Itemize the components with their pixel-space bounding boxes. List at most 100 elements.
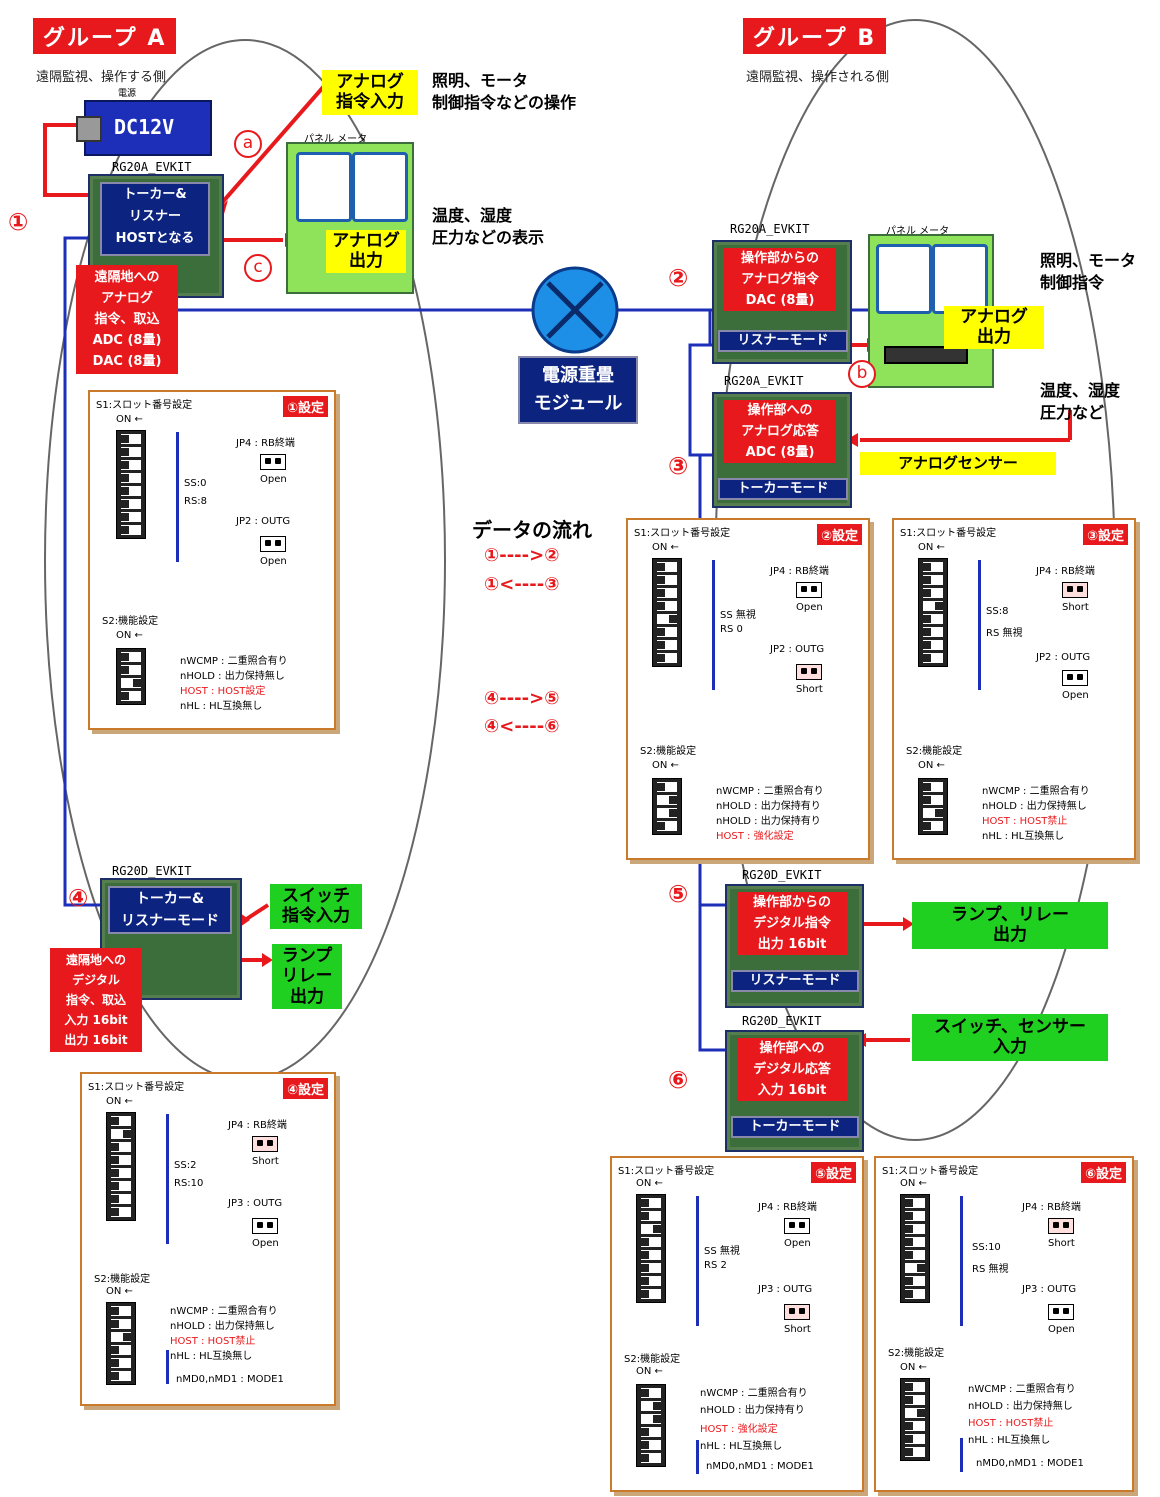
card-3-s2: S2:機能設定 [906, 742, 962, 757]
lamp-relay-b-l2: 出力 [912, 925, 1108, 945]
card-2-dip-s2 [652, 778, 682, 835]
card-5-f5: nMD0,nMD1 : MODE1 [706, 1461, 814, 1472]
b3-desc-l1: 操作部への [724, 400, 836, 421]
lamp-relay-output: ランプ リレー 出力 [272, 944, 342, 1009]
board-b3: 操作部への アナログ応答 ADC (8量) トーカーモード [712, 392, 852, 508]
card-2-jp4: JP4 : RB終端 [770, 562, 829, 577]
board-b2-desc: 操作部からの アナログ指令 DAC (8量) [724, 248, 836, 311]
card-3-dip-s1 [918, 558, 948, 667]
card-1-jp2-jumper [260, 536, 286, 552]
flow-line-3: ④---->⑤ [484, 688, 559, 709]
settings-card-2: ②設定 S1:スロット番号設定 ON ← SS 無視 RS 0 JP4 : RB… [626, 518, 870, 860]
board-a4-role-l2: リスナーモード [110, 910, 230, 932]
a1-desc-l4: ADC (8量) [76, 330, 178, 351]
card-1-jp2v: Open [260, 556, 287, 567]
marker-a: a [234, 130, 262, 158]
card-5-jp3: JP3 : OUTG [758, 1284, 812, 1295]
card-2-f2: nHOLD : 出力保持有り [716, 797, 821, 812]
card-5-jp4v: Open [784, 1238, 811, 1249]
card-5-jp4-jumper [784, 1218, 810, 1234]
card-1-f1: nWCMP : 二重照合有り [180, 652, 288, 667]
board-b5-name: RG20D_EVKIT [742, 868, 821, 882]
card-1-tag: ①設定 [283, 396, 328, 417]
card-4-jp4v: Short [252, 1156, 279, 1167]
marker-1: ① [8, 208, 28, 236]
card-5-jp4: JP4 : RB終端 [758, 1198, 817, 1213]
card-4-jp3-jumper [252, 1218, 278, 1234]
card-2-jp4v: Open [796, 602, 823, 613]
card-1-dip-s2 [116, 648, 146, 705]
card-3-on: ON ← [918, 542, 945, 553]
card-3-jp2-jumper [1062, 670, 1088, 686]
card-6-dip-s1 [900, 1194, 930, 1303]
card-5-rs: RS 2 [704, 1260, 727, 1271]
card-1-jp2: JP2 : OUTG [236, 516, 290, 527]
card-1-s2: S2:機能設定 [102, 612, 158, 627]
card-4-bar2 [166, 1350, 169, 1384]
board-b3-desc: 操作部への アナログ応答 ADC (8量) [724, 400, 836, 463]
card-5-s1: S1:スロット番号設定 [618, 1162, 714, 1177]
b2-desc-l1: 操作部からの [724, 248, 836, 269]
analog-output-a: アナログ 出力 [326, 230, 406, 273]
analog-command-input: アナログ 指令入力 [322, 70, 418, 115]
analog-input-l1: アナログ [322, 73, 418, 93]
settings-card-5: ⑤設定 S1:スロット番号設定 ON ← SS 無視 RS 2 JP4 : RB… [610, 1156, 864, 1492]
card-6-s1: S1:スロット番号設定 [882, 1162, 978, 1177]
card-4-f5: nMD0,nMD1 : MODE1 [176, 1374, 284, 1385]
marker-3: ③ [668, 452, 688, 480]
card-5-f2: nHOLD : 出力保持有り [700, 1401, 805, 1416]
card-5-ss: SS 無視 [704, 1242, 740, 1257]
flow-line-1: ①---->② [484, 545, 559, 566]
card-2-f3: nHOLD : 出力保持有り [716, 812, 821, 827]
card-6-jp4-jumper [1048, 1218, 1074, 1234]
card-4-jp3: JP3 : OUTG [228, 1198, 282, 1209]
a4-desc-l1: 遠隔地への [50, 950, 142, 970]
card-4-jp4-jumper [252, 1136, 278, 1152]
board-b5: 操作部からの デジタル指令 出力 16bit リスナーモード [725, 884, 864, 1008]
group-a-title: グループ A [33, 18, 176, 54]
analog-sensor: アナログセンサー [860, 452, 1056, 475]
card-1-bar [176, 432, 179, 562]
marker-6: ⑥ [668, 1066, 688, 1094]
card-6-bar2 [960, 1438, 963, 1472]
card-2-jp2-jumper [796, 664, 822, 680]
lamp-relay-output-b: ランプ、リレー 出力 [912, 902, 1108, 949]
card-6-f4: nHL : HL互換無し [968, 1431, 1050, 1446]
card-3-bar [978, 560, 981, 690]
gauge-icon [296, 152, 352, 222]
power-module-label: 電源重畳 モジュール [518, 356, 638, 424]
card-1-ss: SS:0 [184, 478, 206, 489]
board-b2: 操作部からの アナログ指令 DAC (8量) リスナーモード [712, 240, 852, 364]
card-6-jp3v: Open [1048, 1324, 1075, 1335]
settings-card-3: ③設定 S1:スロット番号設定 ON ← SS:8 RS 無視 JP4 : RB… [892, 518, 1136, 860]
card-3-rs: RS 無視 [986, 624, 1022, 639]
psu-value: DC12V [114, 115, 174, 139]
note-light-motor-b-l1: 照明、モータ [1040, 250, 1136, 272]
settings-card-6: ⑥設定 S1:スロット番号設定 ON ← SS:10 RS 無視 JP4 : R… [874, 1156, 1134, 1492]
switch-sensor-b-l1: スイッチ、センサー [912, 1017, 1108, 1037]
a1-desc-l3: 指令、取込 [76, 309, 178, 330]
lamp-relay-l2: リレー [272, 966, 342, 986]
card-2-jp2: JP2 : OUTG [770, 644, 824, 655]
board-a1-desc: 遠隔地への アナログ 指令、取込 ADC (8量) DAC (8量) [76, 265, 178, 374]
card-5-dip-s2 [636, 1384, 666, 1467]
card-4-on2: ON ← [106, 1286, 133, 1297]
group-b-subtitle: 遠隔監視、操作される側 [746, 66, 889, 85]
card-1-f3: HOST : HOST設定 [180, 682, 265, 697]
analog-out-b-l1: アナログ [944, 308, 1044, 328]
board-a4-role-l1: トーカー& [110, 888, 230, 910]
card-4-tag: ④設定 [283, 1078, 328, 1099]
card-5-s2: S2:機能設定 [624, 1350, 680, 1365]
b5-desc-l3: 出力 16bit [737, 934, 847, 955]
card-4-f3: HOST : HOST禁止 [170, 1332, 255, 1347]
note-temp-l2: 圧力などの表示 [432, 227, 544, 249]
board-b3-mode: トーカーモード [718, 478, 848, 500]
a1-desc-l1: 遠隔地への [76, 267, 178, 288]
card-6-jp4: JP4 : RB終端 [1022, 1198, 1081, 1213]
b6-desc-l2: デジタル応答 [737, 1059, 847, 1080]
board-b6-desc: 操作部への デジタル応答 入力 16bit [737, 1038, 847, 1101]
data-flow-title: データの流れ [472, 514, 592, 543]
card-6-f5: nMD0,nMD1 : MODE1 [976, 1458, 1084, 1469]
switch-command-input: スイッチ 指令入力 [270, 884, 362, 929]
card-1-on2: ON ← [116, 630, 143, 641]
